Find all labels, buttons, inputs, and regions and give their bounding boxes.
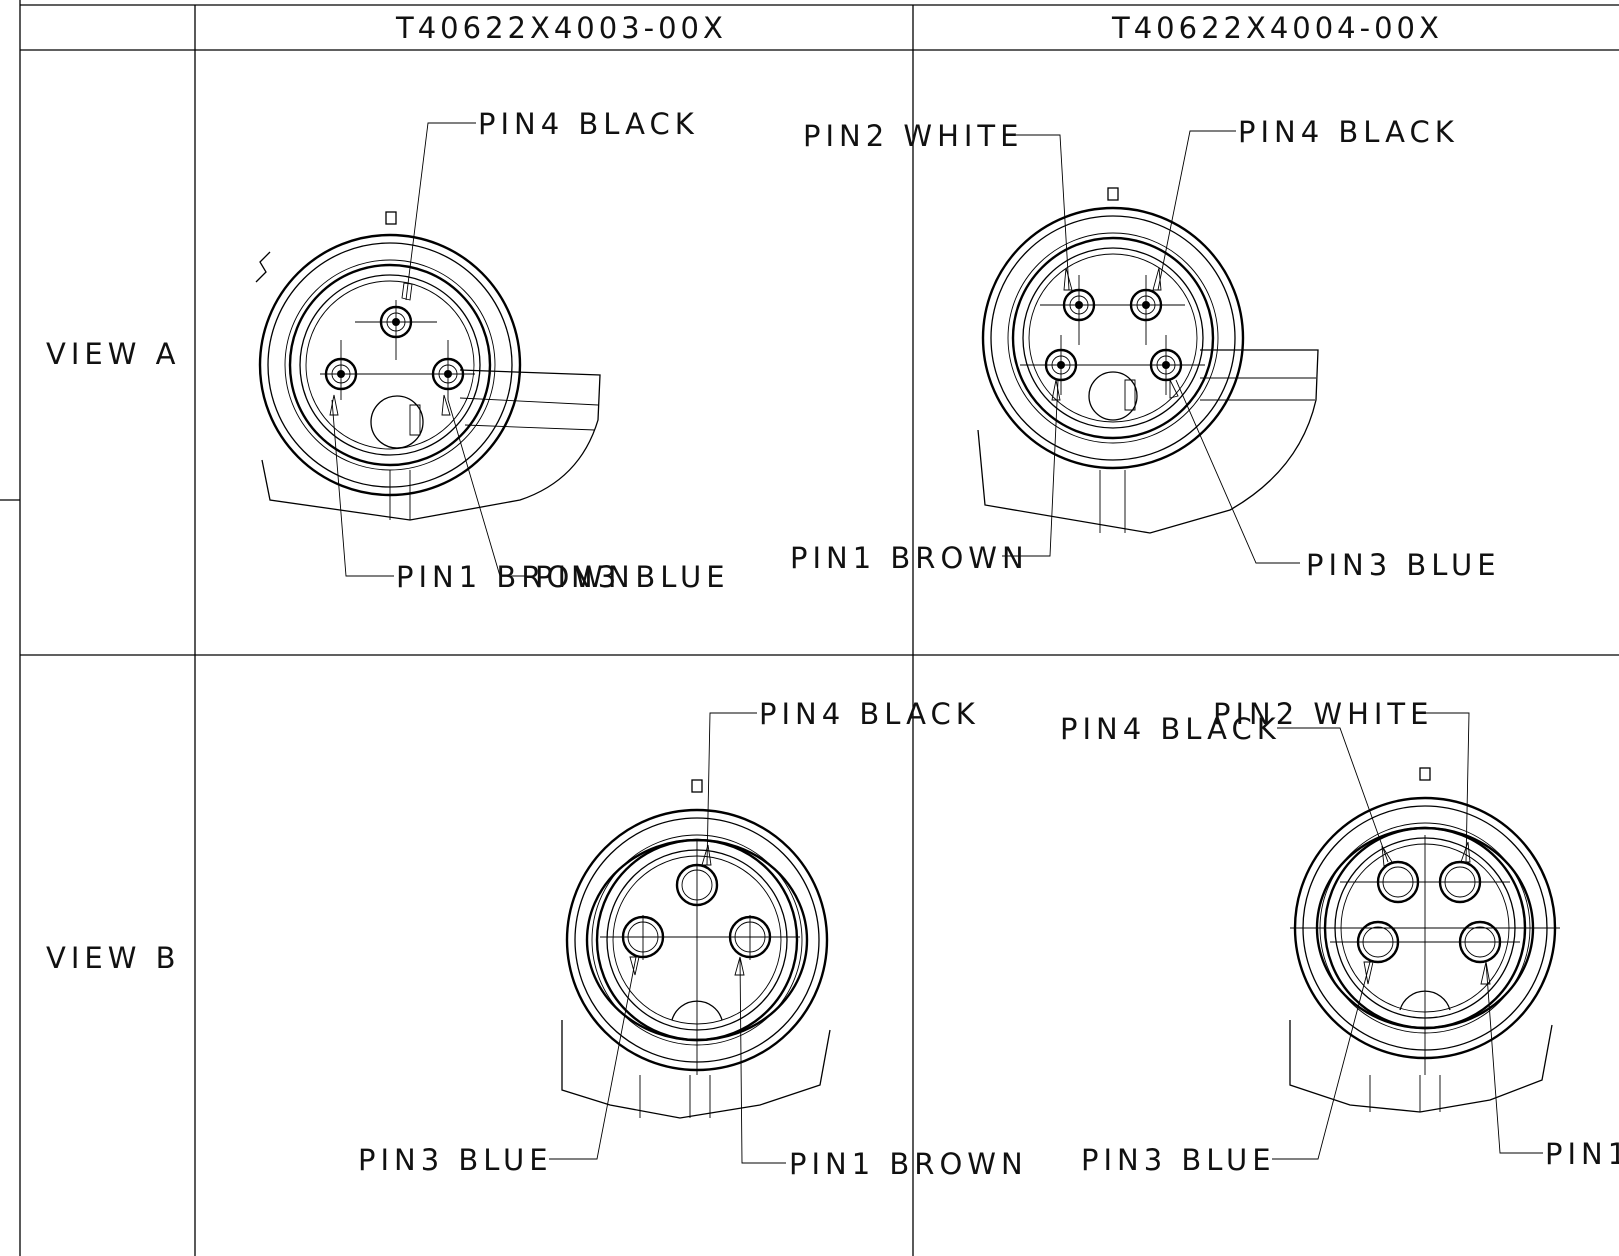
callout-a1-pin3: PIN3 BLUE xyxy=(535,560,730,594)
row-label-view-a: VIEW A xyxy=(46,337,180,371)
callout-a1-pin1: PIN1 BROWN xyxy=(396,560,635,594)
connector-view-b-4pin xyxy=(1272,712,1560,1160)
callout-b2-pin3: PIN3 BLUE xyxy=(1081,1143,1276,1177)
callout-a1-pin4: PIN4 BLACK xyxy=(478,107,699,141)
callout-b2-pin4: PIN4 BLACK xyxy=(1060,712,1281,746)
callout-b1-pin4: PIN4 BLACK xyxy=(759,697,980,731)
callout-a2-pin4: PIN4 BLACK xyxy=(1238,115,1459,149)
callout-b1-pin1: PIN1 BROWN xyxy=(789,1147,1028,1181)
callout-b2-pin2: PIN2 WHITE xyxy=(1213,697,1433,731)
connector-view-a-3pin xyxy=(255,122,601,577)
callout-b1-pin3: PIN3 BLUE xyxy=(358,1143,553,1177)
callout-b2-pin1: PIN1 xyxy=(1545,1137,1619,1171)
connector-view-a-4pin xyxy=(977,130,1319,564)
column-header-1: T40622X4003-00X xyxy=(395,11,727,45)
callout-a2-pin3: PIN3 BLUE xyxy=(1306,548,1501,582)
column-header-2: T40622X4004-00X xyxy=(1111,11,1443,45)
connector-view-b-3pin xyxy=(549,712,831,1164)
row-label-view-b: VIEW B xyxy=(46,941,181,975)
callout-a2-pin1: PIN1 BROWN xyxy=(790,541,1029,575)
callout-a2-pin2: PIN2 WHITE xyxy=(803,119,1023,153)
